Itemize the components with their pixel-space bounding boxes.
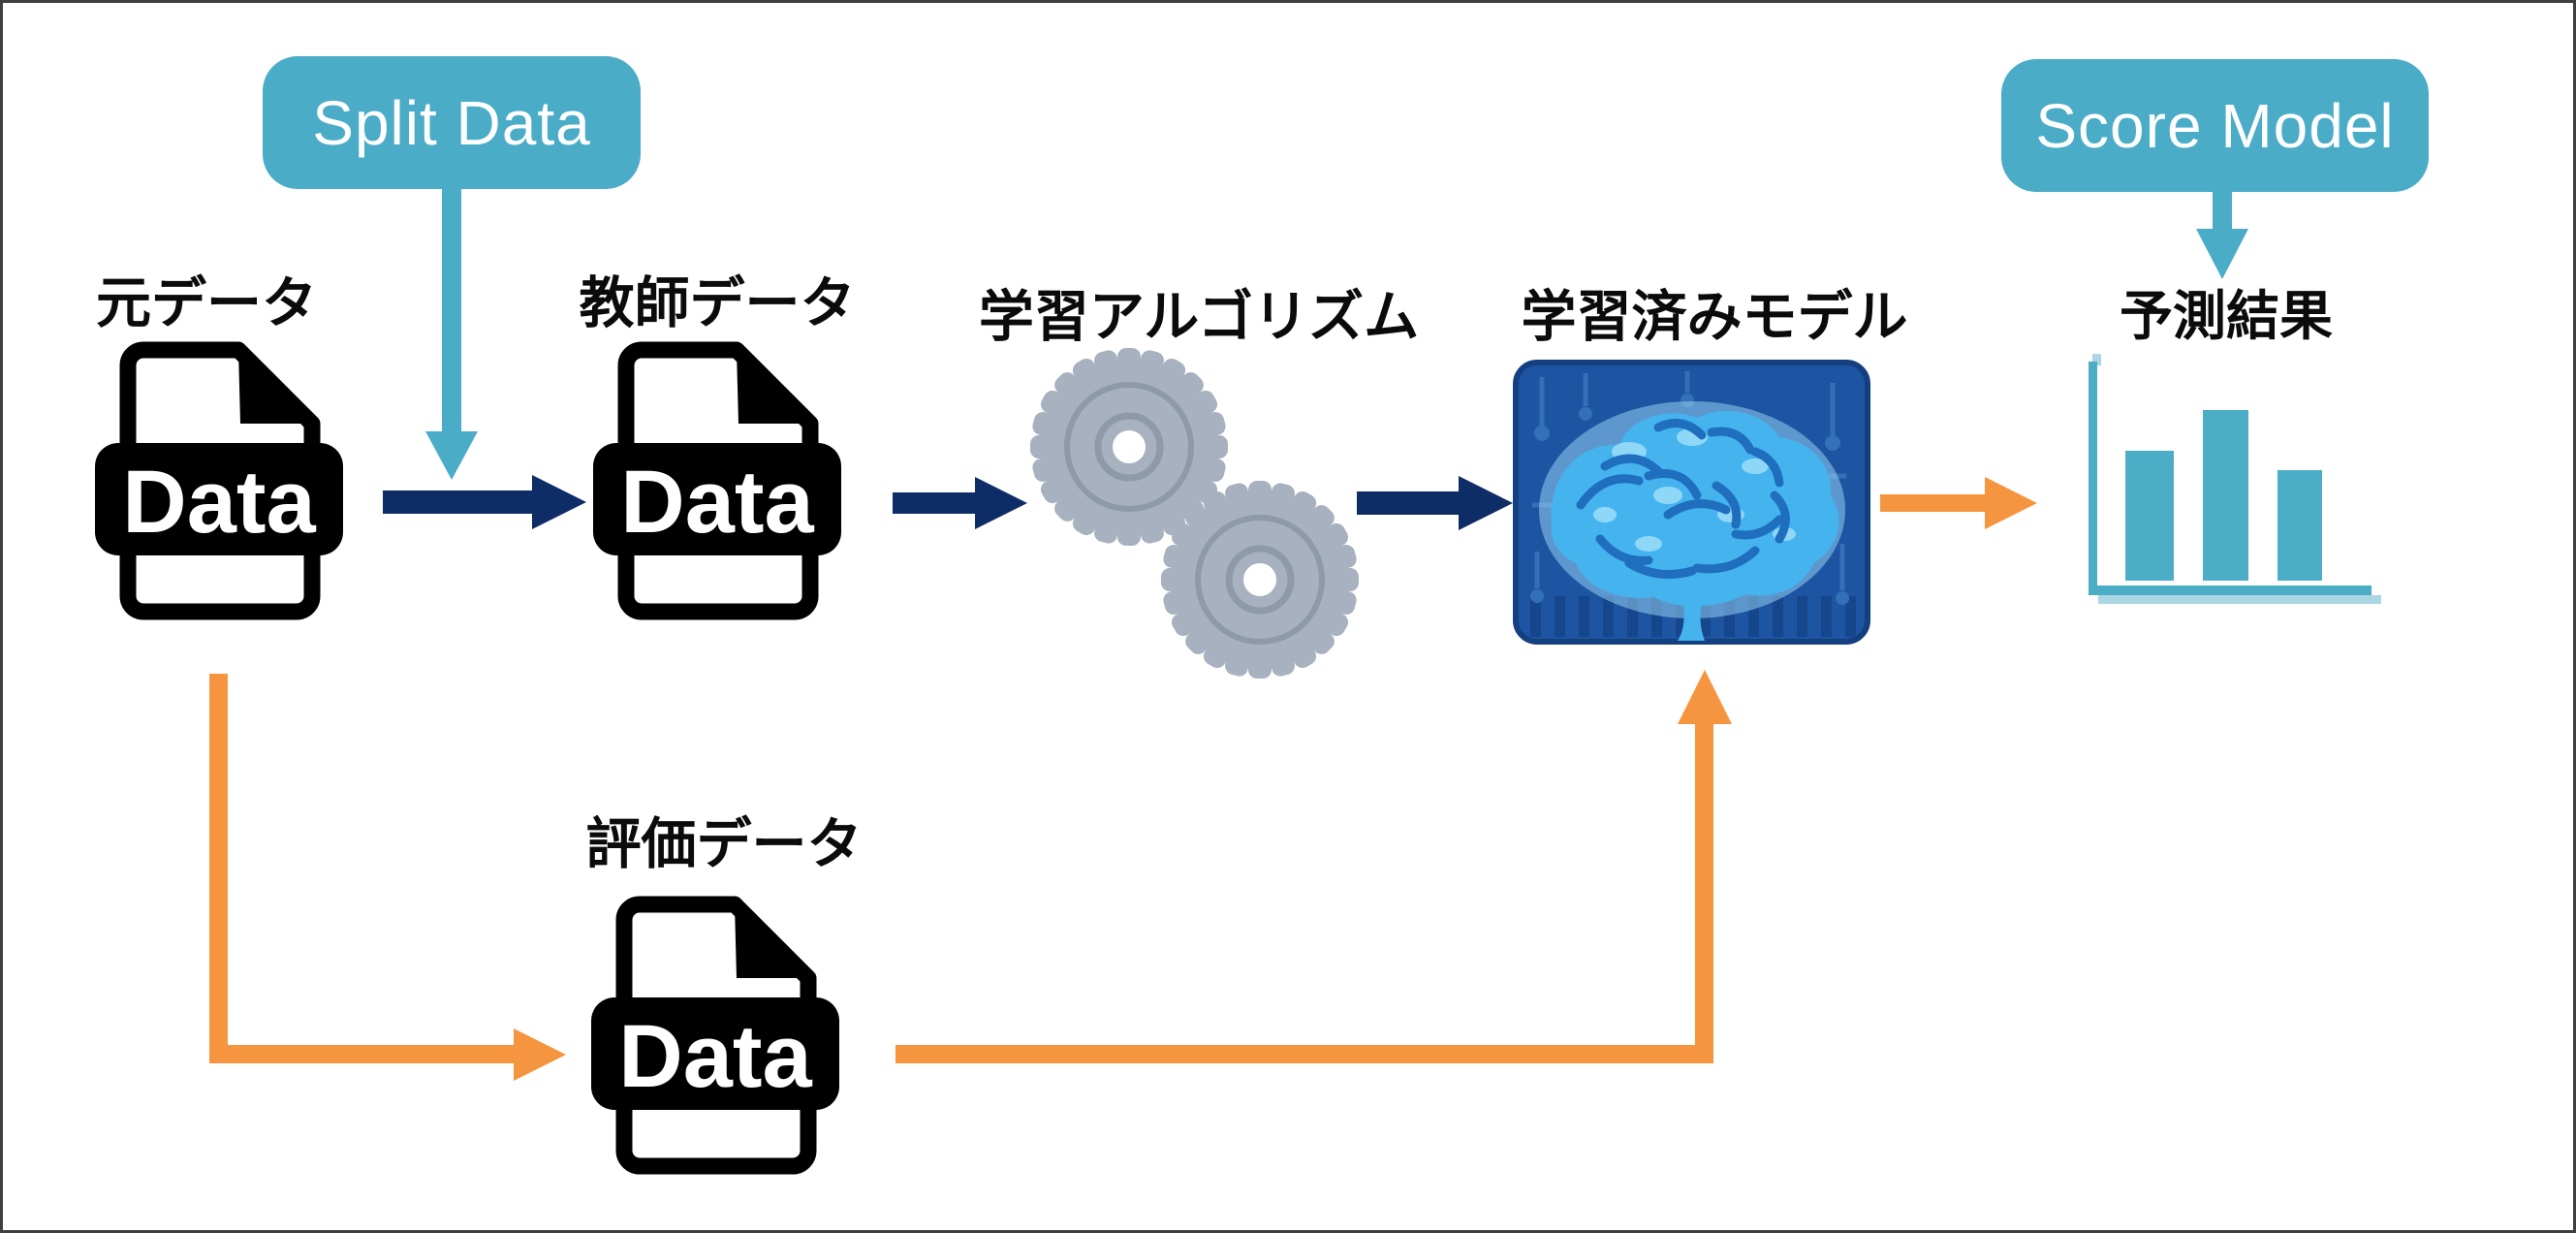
gear-icon xyxy=(1161,481,1359,679)
file-fold-corner xyxy=(735,904,808,978)
bar xyxy=(2203,410,2248,581)
x-axis xyxy=(2089,585,2372,595)
y-axis xyxy=(2089,362,2097,594)
axis-highlight xyxy=(2092,354,2101,365)
source-data-file-text: Data xyxy=(122,453,316,552)
arrow-right-icon xyxy=(532,475,586,529)
prediction-result-label: 予測結果 xyxy=(2119,286,2334,346)
brain-circuit-icon xyxy=(1513,360,1870,645)
source-data-label: 元データ xyxy=(96,272,317,334)
learning-algorithm-label: 学習アルゴリズム xyxy=(978,286,1420,348)
arrow-right-icon xyxy=(975,477,1027,529)
evaluation-data-label: 評価データ xyxy=(585,813,863,875)
arrow-right-icon xyxy=(514,1028,566,1081)
score-arrow-stem xyxy=(2213,190,2232,231)
trained-model-label: 学習済みモデル xyxy=(1521,286,1908,348)
bar xyxy=(2278,469,2322,581)
evaluation-data-file-text: Data xyxy=(618,1007,812,1106)
score-model-callout-label: Score Model xyxy=(2035,90,2395,161)
score-arrow-down-icon xyxy=(2196,229,2248,279)
arrow-source-to-evaluation-horizontal xyxy=(209,1045,514,1063)
axis-highlight xyxy=(2098,595,2381,604)
arrow-right-icon xyxy=(1459,476,1513,530)
gear-icon xyxy=(1030,348,1228,546)
file-fold-corner xyxy=(737,350,810,424)
training-data-file-icon: Data xyxy=(593,341,841,620)
split-arrow-stem xyxy=(442,187,461,431)
score-model-callout: Score Model xyxy=(2001,59,2429,192)
arrow-model-to-prediction xyxy=(1880,494,1985,512)
arrow-source-to-evaluation-vertical xyxy=(209,674,228,1063)
arrow-source-to-training xyxy=(383,490,532,514)
arrow-training-to-algorithm xyxy=(893,492,975,514)
source-data-file-icon: Data xyxy=(95,341,343,620)
arrow-evaluation-to-model-vertical xyxy=(1695,720,1713,1063)
arrow-algorithm-to-model xyxy=(1357,491,1459,515)
arrow-right-icon xyxy=(1985,477,2037,529)
bar xyxy=(2125,451,2174,581)
split-arrow-down-icon xyxy=(425,431,478,480)
arrow-up-icon xyxy=(1678,670,1732,724)
training-data-label: 教師データ xyxy=(579,272,856,334)
file-fold-corner xyxy=(238,350,312,424)
evaluation-data-file-icon: Data xyxy=(591,896,839,1175)
split-data-callout: Split Data xyxy=(263,56,641,189)
split-data-callout-label: Split Data xyxy=(312,87,591,158)
training-data-file-text: Data xyxy=(620,453,814,552)
arrow-evaluation-to-model-horizontal xyxy=(895,1045,1713,1063)
